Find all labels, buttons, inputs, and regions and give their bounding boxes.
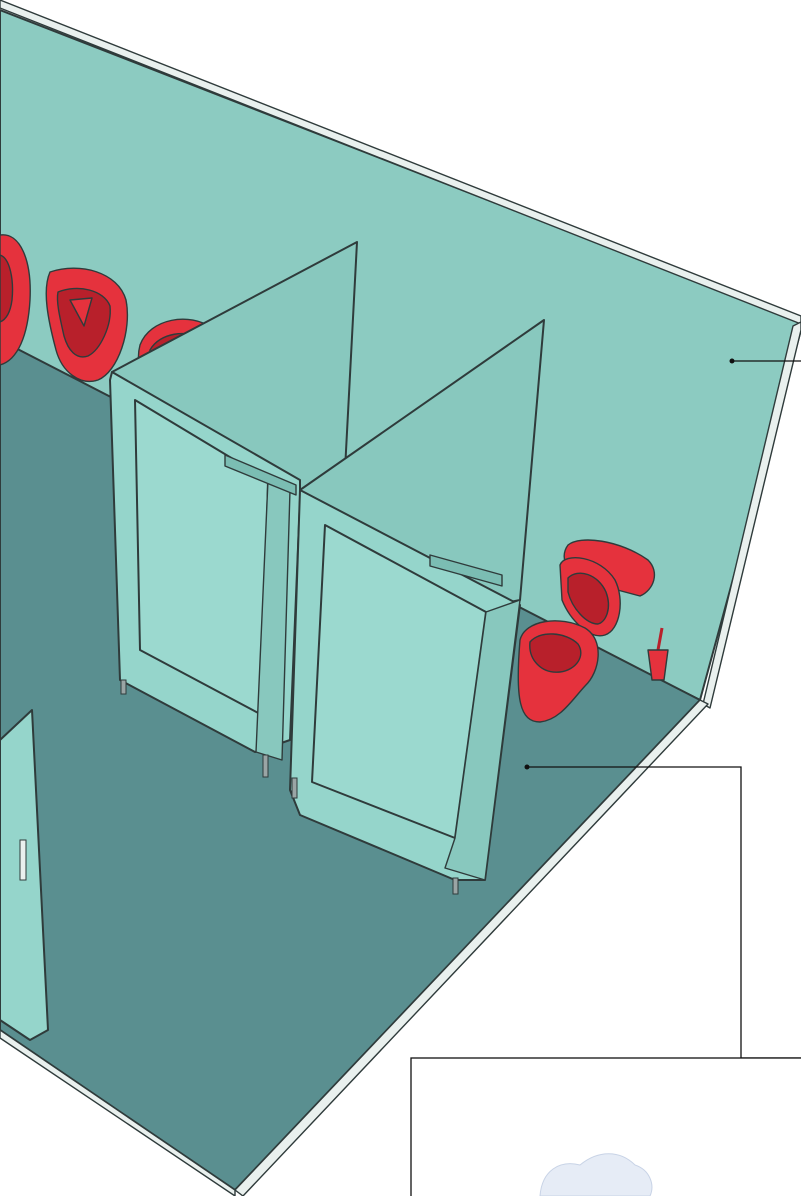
door-handle bbox=[19, 839, 27, 881]
toilet-brush-icon bbox=[647, 627, 669, 681]
stall-door-top-edge bbox=[224, 454, 297, 496]
sponge-icon bbox=[539, 1153, 653, 1196]
callout-wall bbox=[729, 358, 801, 364]
stall-door-edge bbox=[444, 599, 521, 881]
toilet-icon bbox=[517, 539, 656, 723]
detail-inset bbox=[410, 1057, 801, 1196]
stall-legs bbox=[120, 679, 459, 895]
stall-door-top-edge bbox=[429, 554, 503, 587]
right-wall-edge bbox=[702, 321, 801, 709]
floor-front-edge bbox=[234, 699, 709, 1196]
wall-top-edge bbox=[0, 0, 801, 325]
urinal-icon bbox=[0, 234, 31, 366]
floor-left-edge bbox=[0, 1029, 236, 1196]
urinal-icon bbox=[45, 267, 129, 382]
